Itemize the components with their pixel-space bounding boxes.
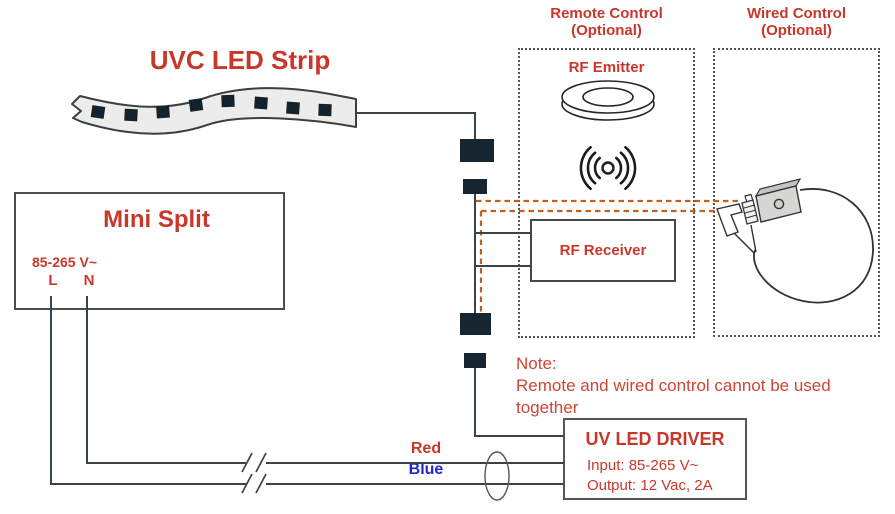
note-line1: Note: xyxy=(516,354,557,373)
note-text: Note: Remote and wired control cannot be… xyxy=(516,353,876,419)
rf-receiver-box: RF Receiver xyxy=(530,219,676,282)
note-line2: Remote and wired control cannot be used xyxy=(516,376,831,395)
mini-split-title: Mini Split xyxy=(103,206,210,233)
wired-control-title: Wired Control (Optional) xyxy=(713,5,880,39)
connector-block-4 xyxy=(464,353,486,368)
terminal-n-label: N xyxy=(83,272,95,289)
blue-wire-label: Blue xyxy=(408,461,444,478)
note-line3: together xyxy=(516,398,579,417)
mini-split-box: Mini Split 85-265 V~ L N xyxy=(14,192,285,310)
connector-block-2 xyxy=(463,179,487,194)
wire-break-marks xyxy=(241,452,267,494)
remote-control-title-line2: (Optional) xyxy=(571,22,642,39)
wired-control-region xyxy=(713,48,880,337)
led-strip xyxy=(71,87,357,135)
connector-block-1 xyxy=(460,139,494,162)
connector-blocks xyxy=(460,139,494,368)
uv-led-driver-output: Output: 12 Vac, 2A xyxy=(587,477,713,494)
uv-led-driver-input: Input: 85-265 V~ xyxy=(587,457,699,474)
wired-control-title-line1: Wired Control xyxy=(746,5,847,22)
terminal-l-label: L xyxy=(48,272,58,289)
remote-control-title: Remote Control (Optional) xyxy=(518,5,695,39)
uvc-led-strip-label: UVC LED Strip xyxy=(149,45,331,75)
cable-loop-icon xyxy=(484,451,510,501)
uv-led-driver-box: UV LED DRIVER Input: 85-265 V~ Output: 1… xyxy=(563,418,747,500)
rf-emitter-label: RF Emitter xyxy=(568,59,645,76)
mini-split-voltage-label: 85-265 V~ xyxy=(32,254,97,270)
connector-block-3 xyxy=(460,313,491,335)
red-wire-label: Red xyxy=(410,440,442,457)
uv-led-driver-title: UV LED DRIVER xyxy=(585,429,725,449)
remote-control-region xyxy=(518,48,695,338)
led-chips xyxy=(90,94,332,122)
remote-control-title-line1: Remote Control xyxy=(550,5,663,22)
wired-control-title-line2: (Optional) xyxy=(761,22,832,39)
